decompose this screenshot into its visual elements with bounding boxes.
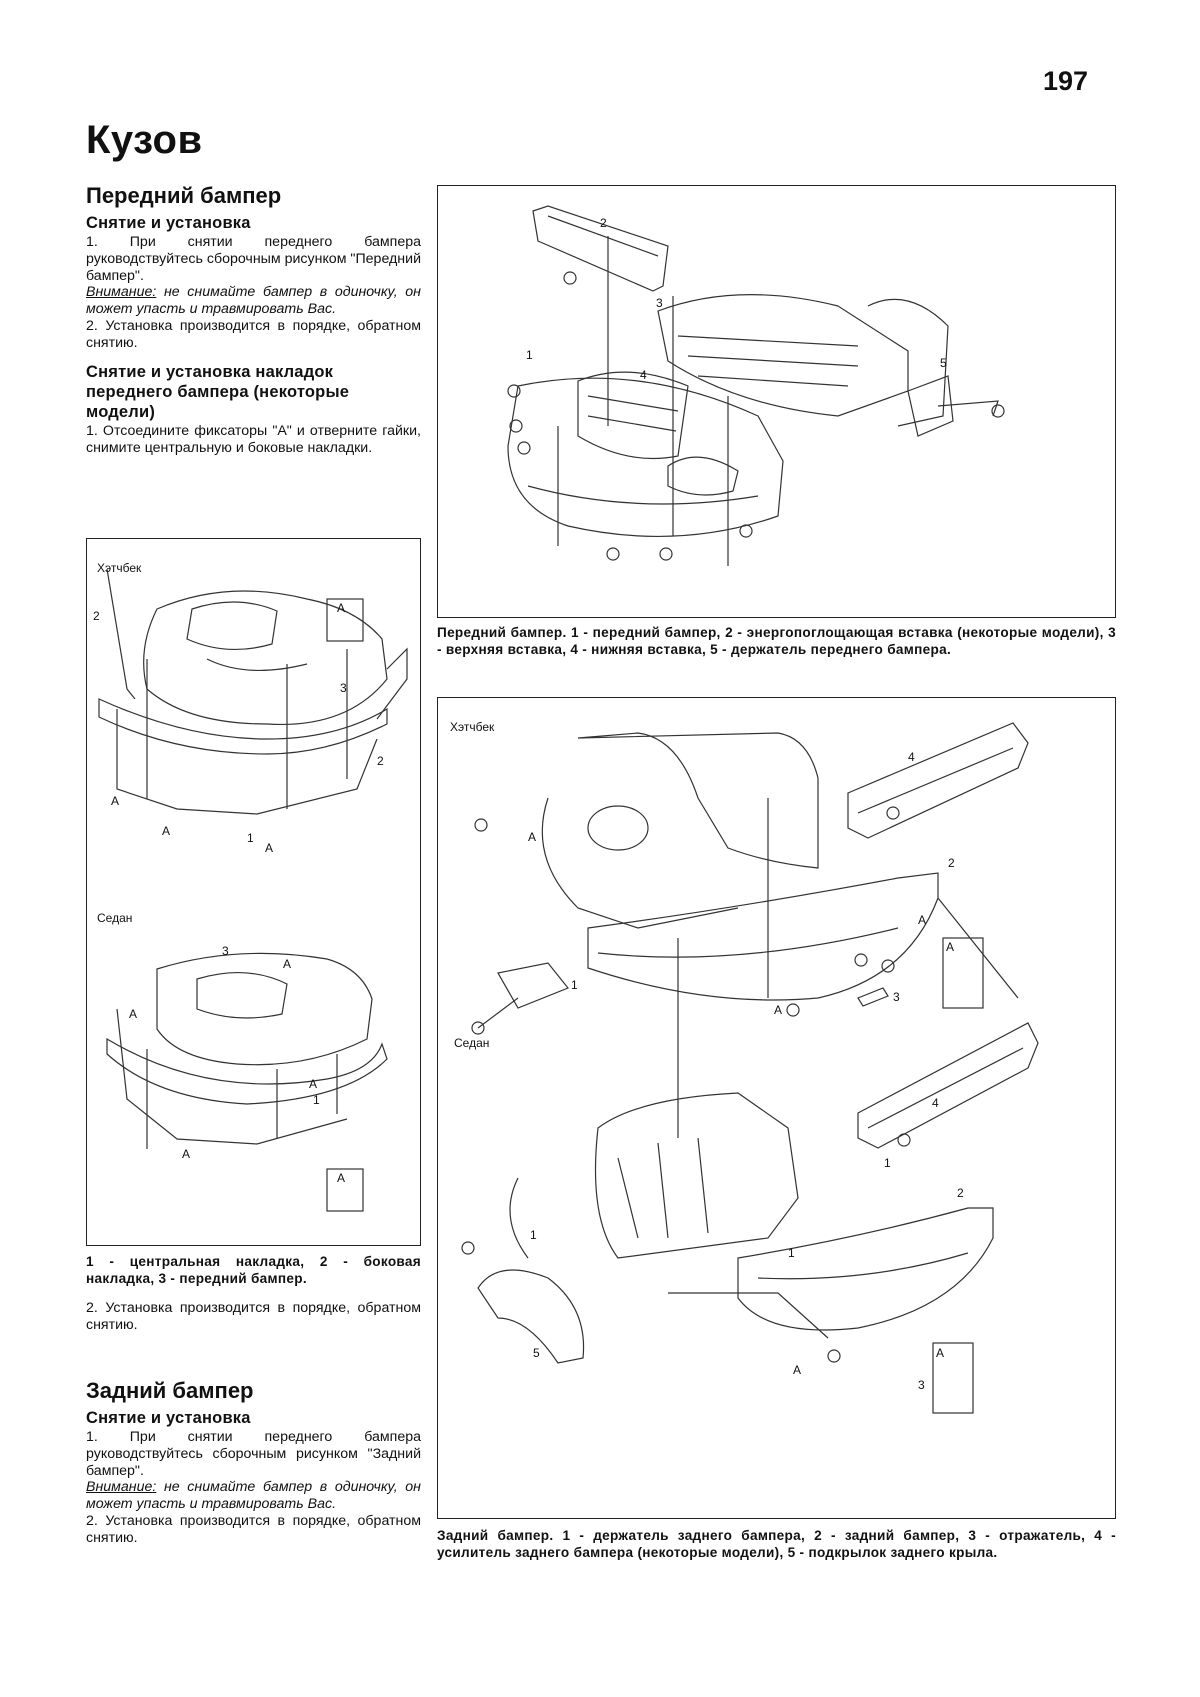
page-number: 197: [1042, 66, 1088, 96]
front-step-2: 2. Установка производится в порядке, обр…: [86, 317, 421, 351]
sedan-callout-a-inset: A: [337, 1171, 346, 1185]
rear-bumper-title: Задний бампер: [86, 1378, 254, 1403]
front-bumper-section: Передний бампер Снятие и установка 1. Пр…: [86, 183, 421, 456]
sedan-callout-a-2: A: [129, 1007, 138, 1021]
rear-warning-text: не снимайте бампер в одиночку, он может …: [86, 1479, 421, 1513]
rear-callout-3-hatch: 3: [893, 990, 900, 1004]
rear-bumper-section: Задний бампер Снятие и установка 1. При …: [86, 1378, 421, 1546]
rear-removal-title: Снятие и установка: [86, 1409, 251, 1428]
trim-figure: Хэтчбек Седан A 2 3 2 A A 1 A 3 A A A 1 …: [86, 538, 421, 1246]
rear-step-2: 2. Установка производится в порядке, обр…: [86, 1512, 421, 1546]
sedan-callout-a-1: A: [283, 957, 292, 971]
rear-callout-a-inset-1: A: [946, 940, 955, 954]
front-warning-label: Внимание:: [86, 284, 157, 301]
trim-figure-drawing: [98, 568, 408, 1212]
trim-label-hatchback: Хэтчбек: [97, 561, 142, 575]
trim-figure-caption: 1 - центральная накладка, 2 - боковая на…: [86, 1254, 421, 1286]
front-warning: Внимание: не снимайте бампер в одиночку,…: [86, 284, 421, 318]
rear-callout-4-sedan: 4: [932, 1096, 939, 1110]
rear-callout-a-hatch-1: A: [528, 830, 537, 844]
rear-callout-1-sedan-c: 1: [788, 1246, 795, 1260]
sedan-callout-1: 1: [313, 1093, 320, 1107]
sedan-callout-a-3: A: [309, 1077, 318, 1091]
front-callout-1: 1: [526, 348, 533, 362]
trim-step-2: 2. Установка производится в порядке, обр…: [86, 1299, 421, 1333]
trim-caption-block: 1 - центральная накладка, 2 - боковая на…: [86, 1254, 421, 1333]
trim-callout-3: 3: [340, 681, 347, 695]
rear-step-1: 1. При снятии переднего бампера руководс…: [86, 1429, 421, 1479]
rear-callout-2-hatch: 2: [948, 856, 955, 870]
trim-callout-a-inset: A: [337, 601, 346, 615]
chapter-title: Кузов: [86, 118, 203, 162]
rear-callout-1-hatch: 1: [571, 978, 578, 992]
rear-callout-3-sedan: 3: [918, 1378, 925, 1392]
front-figure-caption-block: Передний бампер. 1 - передний бампер, 2 …: [437, 625, 1116, 659]
sedan-callout-3: 3: [222, 944, 229, 958]
rear-callout-a-hatch-2: A: [918, 913, 927, 927]
front-bumper-title: Передний бампер: [86, 183, 282, 208]
front-callout-3: 3: [656, 296, 663, 310]
rear-bumper-drawing: [461, 722, 1039, 1414]
front-callout-4: 4: [640, 368, 647, 382]
front-step-1: 1. При снятии переднего бампера руководс…: [86, 234, 421, 284]
front-bumper-drawing: [507, 205, 1005, 566]
trim-callout-a-2: A: [162, 824, 171, 838]
rear-callout-a-inset-2: A: [936, 1346, 945, 1360]
front-trims-title: Снятие и установка накладок переднего ба…: [86, 363, 350, 422]
trim-callout-a-1: A: [111, 794, 120, 808]
front-bumper-figure: 2 3 1 4 5: [437, 185, 1116, 618]
rear-callout-a-hatch-3: A: [774, 1003, 783, 1017]
front-warning-text: не снимайте бампер в одиночку, он может …: [86, 284, 421, 318]
front-removal-title: Снятие и установка: [86, 214, 251, 233]
rear-callout-2-sedan: 2: [957, 1186, 964, 1200]
trim-label-sedan: Седан: [97, 911, 133, 925]
rear-figure-caption-block: Задний бампер. 1 - держатель заднего бам…: [437, 1528, 1116, 1562]
trim-callout-a-3: A: [265, 841, 274, 855]
rear-label-hatchback: Хэтчбек: [450, 720, 495, 734]
front-callout-2: 2: [600, 216, 607, 230]
rear-label-sedan: Седан: [454, 1036, 490, 1050]
rear-callout-5-sedan: 5: [533, 1346, 540, 1360]
front-figure-caption: Передний бампер. 1 - передний бампер, 2 …: [437, 625, 1116, 657]
trim-callout-2-right: 2: [377, 754, 384, 768]
rear-warning-label: Внимание:: [86, 1479, 157, 1496]
rear-callout-1-sedan-b: 1: [530, 1228, 537, 1242]
rear-callout-a-sedan: A: [793, 1363, 802, 1377]
rear-warning: Внимание: не снимайте бампер в одиночку,…: [86, 1479, 421, 1513]
rear-figure-caption: Задний бампер. 1 - держатель заднего бам…: [437, 1528, 1116, 1560]
front-callout-5: 5: [940, 356, 947, 370]
front-trims-step-1: 1. Отсоедините фиксаторы "А" и отверните…: [86, 422, 421, 456]
rear-bumper-figure: Хэтчбек Седан 4 2 A A A 1 3 A 4 1 2 1 1 …: [437, 697, 1116, 1519]
sedan-callout-a-4: A: [182, 1147, 191, 1161]
trim-callout-2-left: 2: [93, 609, 100, 623]
rear-callout-4-hatch: 4: [908, 750, 915, 764]
trim-callout-1: 1: [247, 831, 254, 845]
rear-callout-1-sedan-a: 1: [884, 1156, 891, 1170]
